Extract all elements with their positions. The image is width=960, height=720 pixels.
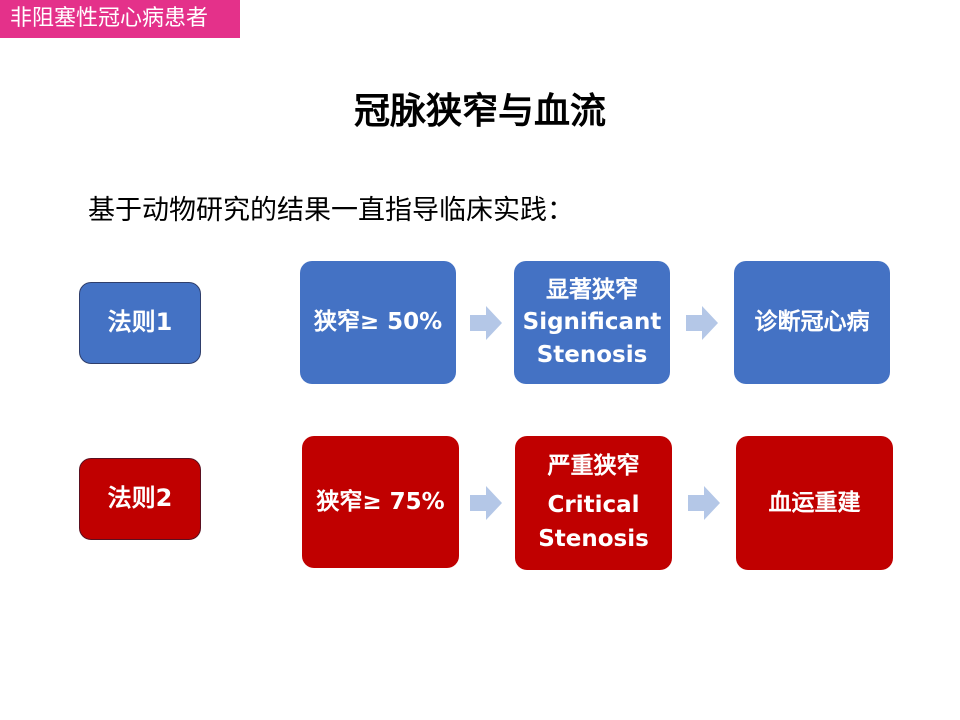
step-text: 诊断冠心病 xyxy=(754,309,870,336)
rule-2-label: 法则2 xyxy=(79,458,201,540)
step-text: Critical xyxy=(547,492,640,519)
rule-2-step-2: 严重狭窄 Critical Stenosis xyxy=(515,436,672,570)
slide-subtitle: 基于动物研究的结果一直指导临床实践： xyxy=(88,195,574,226)
arrow-right-icon xyxy=(688,486,720,520)
rule-2-step-1: 狭窄≥ 75% xyxy=(302,436,459,568)
step-text: Stenosis xyxy=(538,525,649,552)
section-tag: 非阻塞性冠心病患者 xyxy=(0,0,240,38)
rule-1-step-1: 狭窄≥ 50% xyxy=(300,261,456,384)
arrow-right-icon xyxy=(686,306,718,340)
rule-1-label: 法则1 xyxy=(79,282,201,364)
arrow-right-icon xyxy=(470,306,502,340)
step-text: 狭窄≥ 50% xyxy=(313,309,443,336)
step-text: 严重狭窄 xyxy=(547,452,640,479)
step-text: 狭窄≥ 75% xyxy=(316,488,445,515)
step-text: 血运重建 xyxy=(768,489,861,516)
arrow-right-icon xyxy=(470,486,502,520)
rule-2-step-3: 血运重建 xyxy=(736,436,893,570)
step-text: Stenosis xyxy=(536,341,648,368)
slide-title: 冠脉狭窄与血流 xyxy=(353,91,606,132)
rule-1-step-3: 诊断冠心病 xyxy=(734,261,890,384)
step-text: Significant xyxy=(522,309,662,336)
step-text: 显著狭窄 xyxy=(546,277,638,304)
rule-1-step-2: 显著狭窄 Significant Stenosis xyxy=(514,261,670,384)
